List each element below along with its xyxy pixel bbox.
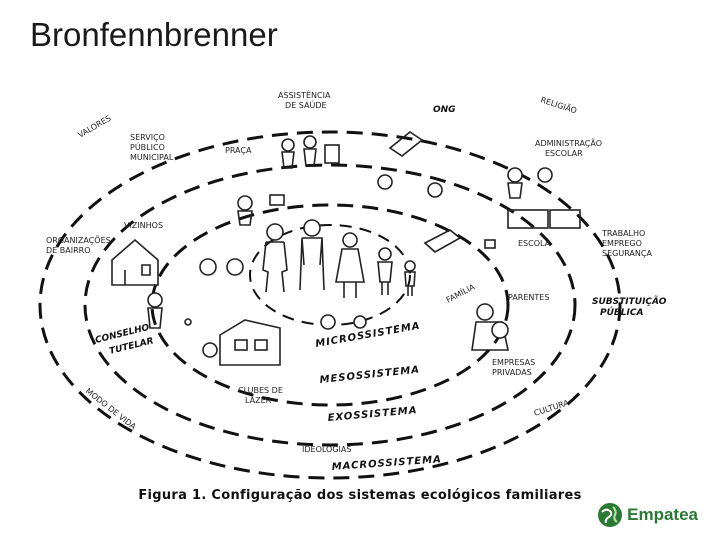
label-trabalho-3: SEGURANÇA	[602, 249, 652, 258]
label-exossistema: EXOSSISTEMA	[327, 405, 418, 424]
label-vizinhos: VIZINHOS	[124, 221, 163, 230]
globe-icon	[598, 503, 623, 527]
label-familia: FAMÍLIA	[444, 280, 477, 304]
ecological-systems-diagram: ASSISTÊNCIA DE SAÚDE RELIGIÃO VALORES ON…	[30, 60, 670, 485]
surrounding-sketches	[111, 131, 581, 366]
brand-logo: Empatea	[597, 502, 698, 528]
figure-caption: Figura 1. Configuração dos sistemas ecol…	[138, 488, 582, 503]
label-macrossistema: MACROSSISTEMA	[331, 454, 442, 473]
label-escola: ESCOLA	[518, 239, 551, 248]
label-empresas-2: PRIVADAS	[492, 368, 532, 377]
label-ong: ONG	[433, 105, 456, 115]
label-substituicao-2: PÚBLICA	[600, 306, 643, 318]
family-figures	[262, 219, 416, 298]
label-mesossistema: MESOSSISTEMA	[319, 365, 420, 386]
label-praca: PRAÇA	[225, 146, 252, 155]
label-servico-3: MUNICIPAL	[130, 153, 174, 162]
label-servico-1: SERVIÇO	[130, 133, 165, 142]
label-substituicao-1: SUBSTITUIÇÃO	[592, 296, 667, 307]
label-assistencia-2: DE SAÚDE	[285, 99, 327, 110]
ecological-rings-svg: ASSISTÊNCIA DE SAÚDE RELIGIÃO VALORES ON…	[38, 89, 667, 480]
label-servico-2: PÚBLICO	[130, 141, 165, 152]
label-assistencia-1: ASSISTÊNCIA	[278, 89, 331, 100]
label-ideologias: IDEOLOGIAS	[302, 445, 351, 454]
label-trabalho-2: EMPREGO	[602, 239, 642, 248]
label-empresas-1: EMPRESAS	[492, 358, 535, 367]
label-religiao: RELIGIÃO	[539, 94, 578, 115]
label-valores: VALORES	[77, 114, 113, 140]
label-organizacoes-2: DE BAIRRO	[46, 246, 91, 255]
brand-name: Empatea	[627, 505, 698, 524]
label-trabalho-1: TRABALHO	[601, 229, 645, 238]
label-organizacoes-1: ORGANIZAÇÕES	[46, 234, 111, 245]
exosystem-ring	[83, 163, 577, 447]
label-administracao-1: ADMINISTRAÇÃO	[535, 138, 602, 148]
label-clubes-2: LAZER	[245, 396, 272, 405]
label-modo-de-vida: MODO DE VIDA	[84, 386, 138, 431]
macrosystem-ring	[38, 130, 622, 480]
slide-title: Bronfennbrenner	[30, 16, 278, 53]
label-administracao-2: ESCOLAR	[545, 149, 583, 158]
label-clubes-1: CLUBES DE	[238, 386, 283, 395]
label-parentes: PARENTES	[508, 293, 549, 302]
mesosystem-ring	[150, 203, 510, 407]
